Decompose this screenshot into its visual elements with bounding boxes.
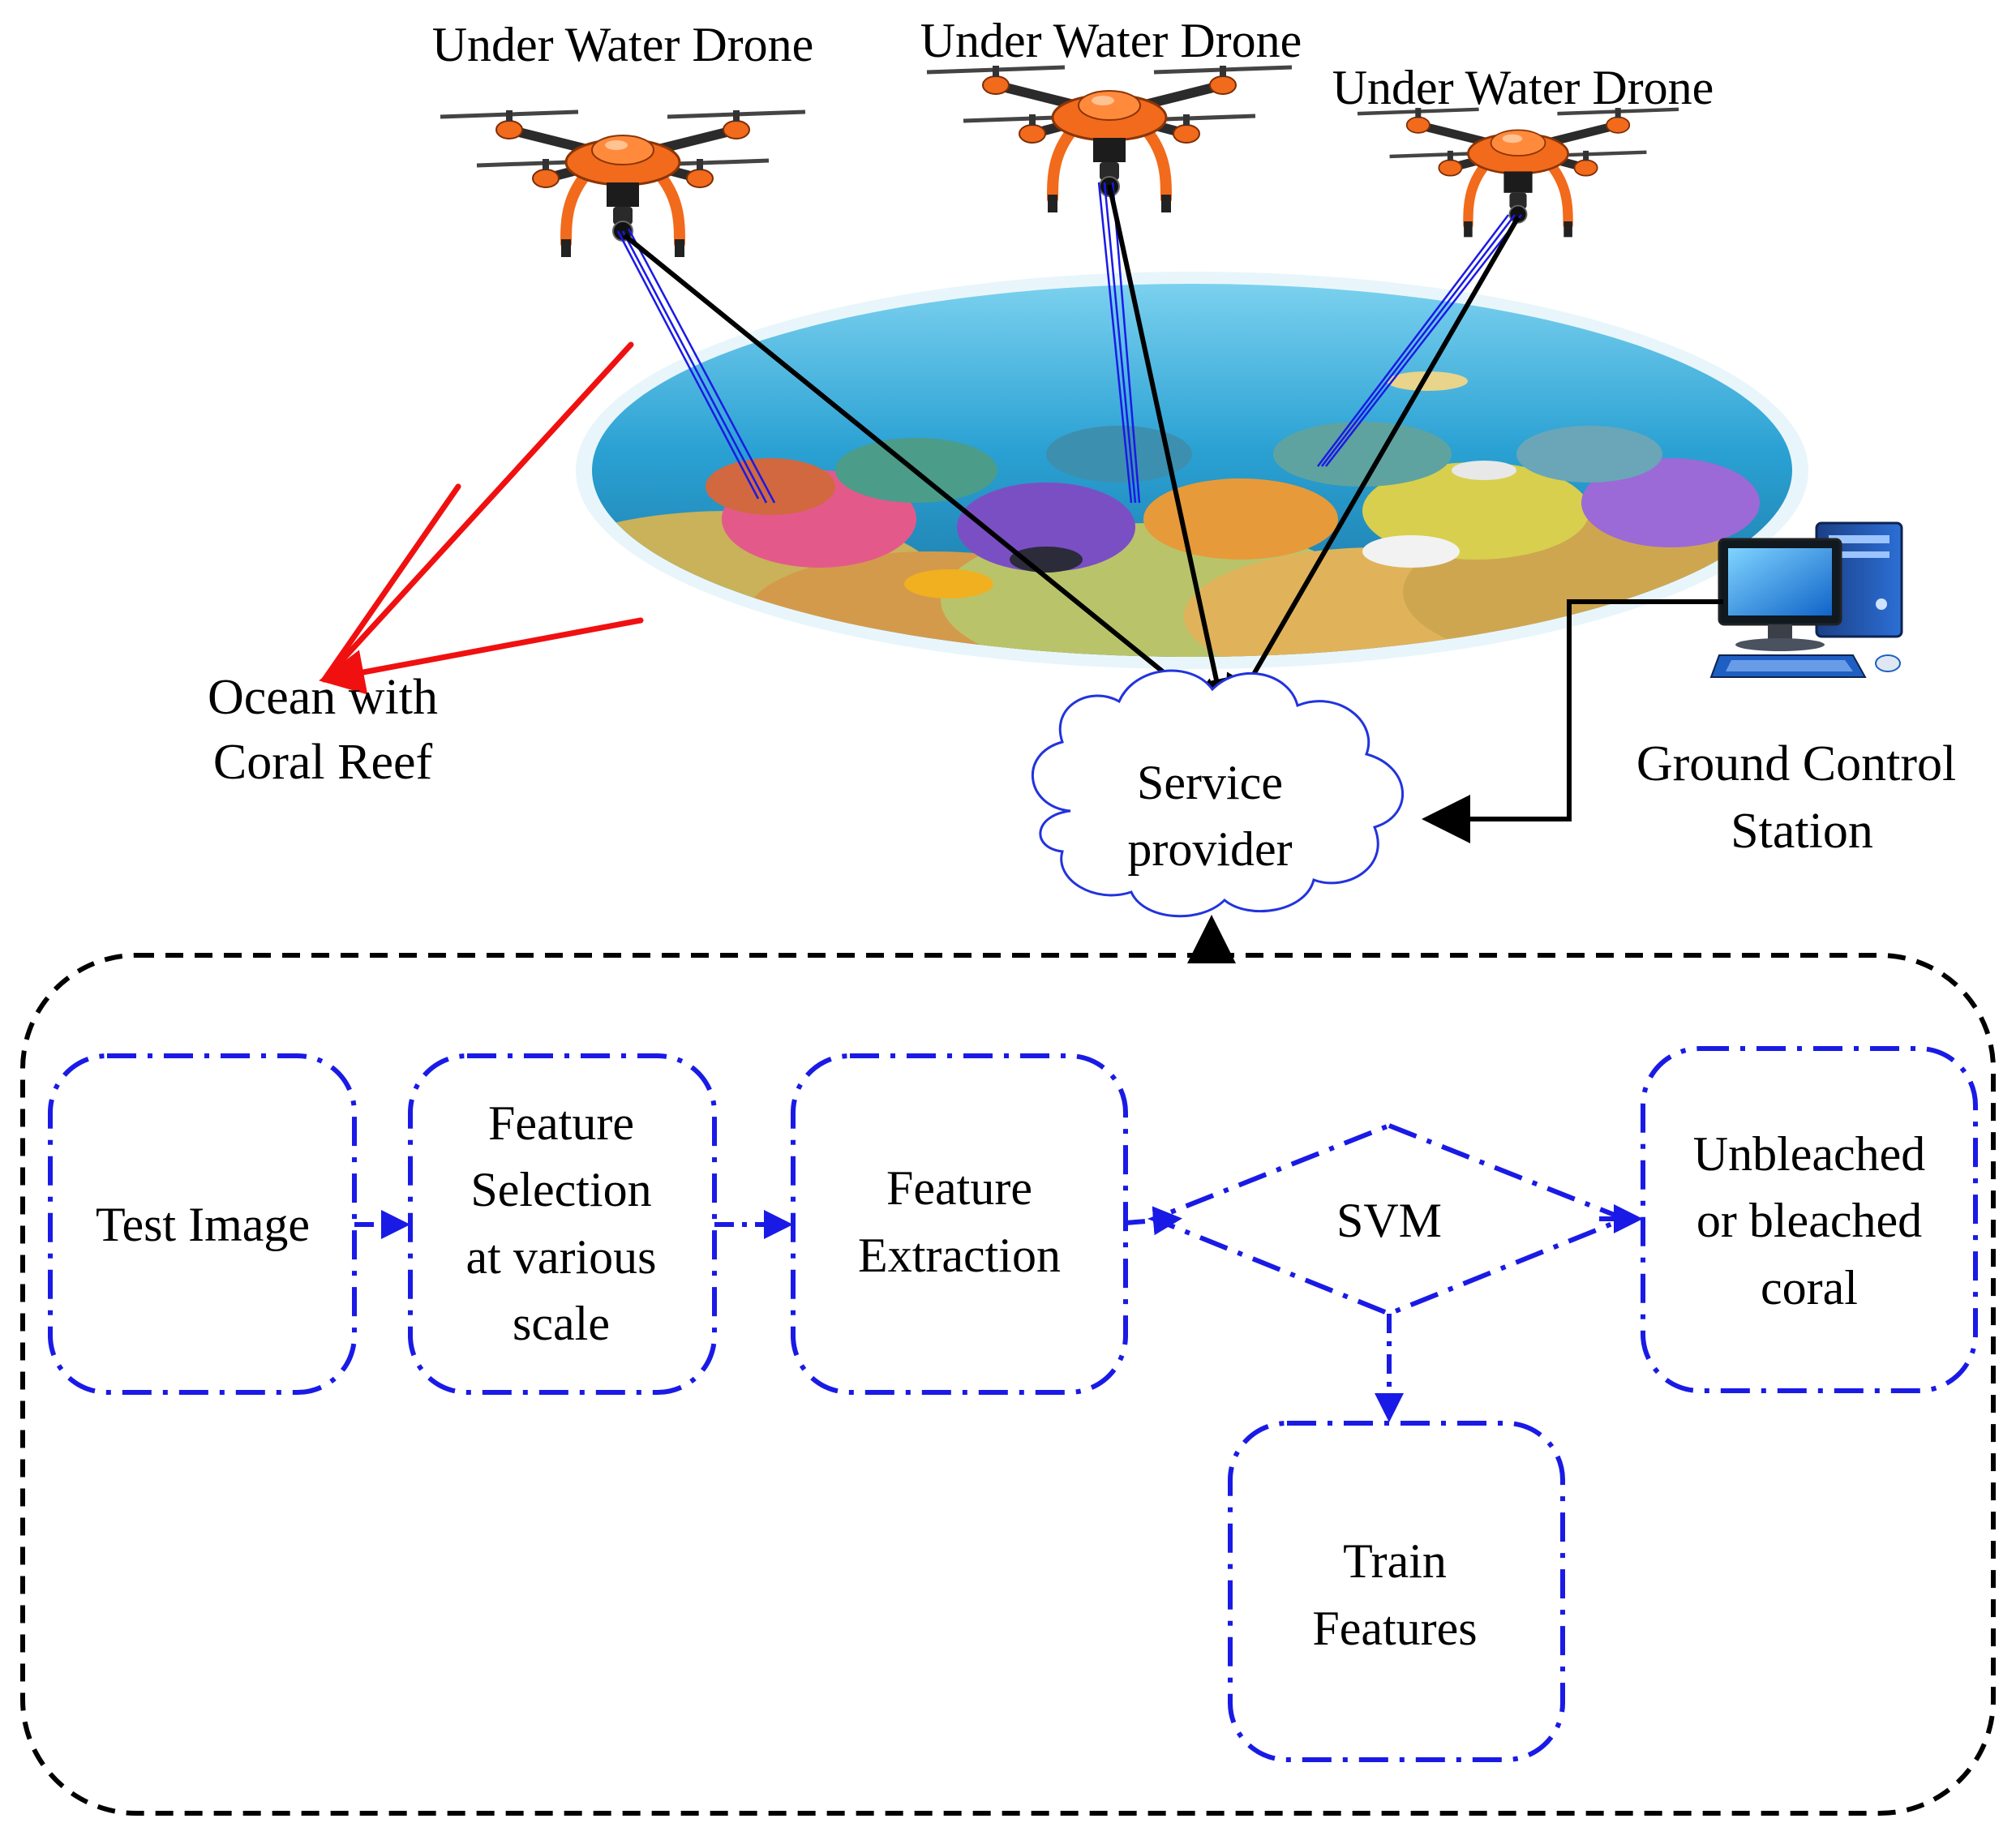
drone-to-service-links — [623, 184, 1521, 728]
drone-sensing-lines — [616, 182, 1522, 504]
feature-extraction-box — [791, 1053, 1128, 1395]
test-image-box — [48, 1053, 357, 1395]
result-box — [1641, 1046, 1978, 1393]
test-image-label: Test Image — [96, 1198, 310, 1251]
computer-icon — [1709, 521, 1903, 678]
svm-label: SVM — [1336, 1194, 1442, 1247]
ocean-label-line-2: Coral Reef — [213, 735, 433, 790]
result-label-3: coral — [1761, 1261, 1858, 1315]
drone-label-1: Under Water Drone — [432, 18, 814, 71]
feature-selection-box — [408, 1053, 717, 1395]
train-features-label-1: Train — [1343, 1534, 1447, 1588]
ocean-pointer — [319, 341, 644, 695]
ocean-label-line-1: Ocean with — [208, 670, 438, 725]
train-features-box — [1228, 1421, 1565, 1762]
feature-extraction-label-2: Extraction — [858, 1229, 1061, 1282]
ground-control-label-line-1: Ground Control — [1636, 736, 1956, 791]
service-provider-label-line-2: provider — [1127, 822, 1292, 876]
drone-label-3: Under Water Drone — [1332, 61, 1714, 114]
feature-selection-label-3: at various — [466, 1230, 657, 1284]
feature-selection-label-4: scale — [513, 1297, 610, 1350]
train-features-label-2: Features — [1312, 1602, 1477, 1655]
coral-reef-image — [576, 272, 1808, 669]
arrow-extraction-to-svm — [1125, 1206, 1182, 1236]
result-label-1: Unbleached — [1693, 1127, 1926, 1181]
feature-selection-label-1: Feature — [488, 1096, 634, 1150]
ground-control-label-line-2: Station — [1731, 804, 1873, 859]
drone-label-2: Under Water Drone — [920, 14, 1302, 67]
processing-container — [20, 953, 1996, 1816]
drone-icon — [1357, 107, 1679, 238]
feature-selection-label-2: Selection — [470, 1163, 651, 1216]
cloud-shape — [1032, 669, 1404, 918]
result-label-2: or bleached — [1696, 1194, 1922, 1247]
drone-icon — [440, 109, 806, 257]
service-provider-label-line-1: Service — [1137, 756, 1283, 809]
feature-extraction-label-1: Feature — [886, 1161, 1032, 1215]
ground-control-link — [1422, 599, 1723, 843]
drone-icon — [926, 65, 1293, 212]
